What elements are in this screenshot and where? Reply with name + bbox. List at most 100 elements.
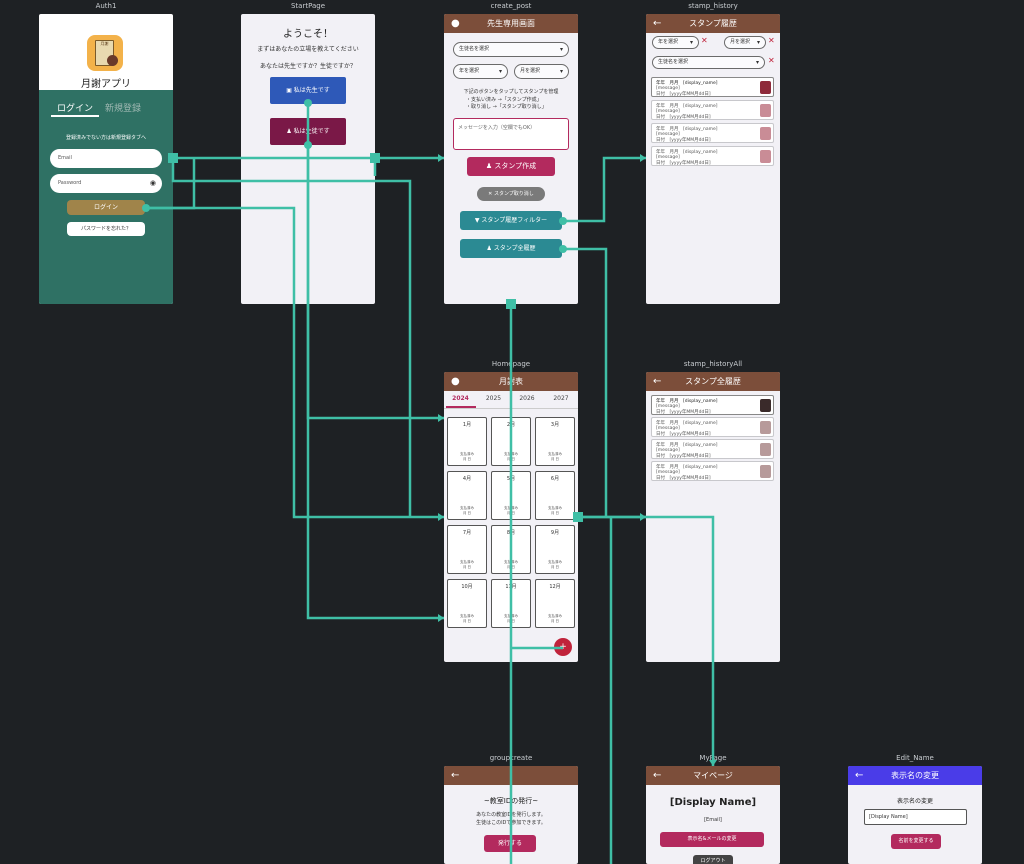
month-card-9[interactable]: 9月支払済み月 日 xyxy=(535,525,575,574)
month-card-6[interactable]: 6月支払済み月 日 xyxy=(535,471,575,520)
instruction-text: 下記のボタンをタップしてスタンプを管理 xyxy=(463,89,559,95)
year-tab-indicator xyxy=(446,406,476,408)
stamp-icon xyxy=(760,104,771,117)
person-icon[interactable]: ● xyxy=(451,376,460,387)
arrow-left-icon[interactable]: ← xyxy=(653,770,662,781)
frame-label-create-post: create_post xyxy=(490,2,532,10)
history-item-line-2: [message] xyxy=(656,404,680,409)
edit-profile-button[interactable]: 表示名&メールの変更 xyxy=(660,832,764,847)
history-item-line-3: 日付 [yyyy年MM月dd日] xyxy=(656,115,711,120)
history-item[interactable]: 年年 月月 [display_name] [message] 日付 [yyyy年… xyxy=(651,146,774,166)
change-name-button[interactable]: 名前を変更する xyxy=(891,834,941,849)
stamp-icon xyxy=(760,399,771,412)
history-student-select[interactable]: 生徒名を選択▾ xyxy=(652,56,765,69)
create-post-appbar: ● 先生専用画面 xyxy=(444,14,578,33)
wire-port xyxy=(304,99,312,107)
password-placeholder: Password xyxy=(58,180,82,186)
year-tab-2027[interactable]: 2027 xyxy=(553,395,569,402)
edit-name-title: 表示名の変更 xyxy=(891,771,939,780)
message-input[interactable]: メッセージを入力（空欄でもOK） xyxy=(453,118,569,150)
close-icon[interactable]: ✕ xyxy=(768,36,775,45)
stamp-icon xyxy=(760,465,771,478)
wire xyxy=(563,247,608,517)
mypage-title: マイページ xyxy=(693,771,733,780)
month-label: 9月 xyxy=(550,530,560,536)
wire-node xyxy=(573,512,583,522)
year-tab-2026[interactable]: 2026 xyxy=(519,395,535,402)
wire-port xyxy=(559,217,567,225)
tab-login[interactable]: ログイン xyxy=(57,104,94,114)
month-card-3[interactable]: 3月支払済み月 日 xyxy=(535,417,575,466)
month-card-1[interactable]: 1月支払済み月 日 xyxy=(447,417,487,466)
month-card-10[interactable]: 10月支払済み月 日 xyxy=(447,579,487,628)
stamp-history-all-appbar: ← スタンプ全履歴 xyxy=(646,372,780,391)
note-line-2: ・取り消し →「スタンプ取り消し」 xyxy=(466,104,547,110)
paid-status: 支払済み月 日 xyxy=(448,506,486,516)
history-item-line-3: 日付 [yyyy年MM月dd日] xyxy=(656,432,711,437)
month-label: 7月 xyxy=(462,530,472,536)
history-item-line-1: 年年 月月 [display_name] xyxy=(656,465,718,470)
history-student-value: 生徒名を選択 xyxy=(658,59,689,65)
paid-status: 支払済み月 日 xyxy=(536,452,574,462)
history-all-item[interactable]: 年年 月月 [display_name] [message] 日付 [yyyy年… xyxy=(651,417,774,437)
history-item-line-2: [message] xyxy=(656,155,680,160)
app-name: 月謝アプリ xyxy=(81,79,131,90)
year-select[interactable]: 年を選択▾ xyxy=(453,64,508,79)
paid-date: 月 日 xyxy=(550,457,560,461)
login-button[interactable]: ログイン xyxy=(67,200,145,215)
history-item-line-2: [message] xyxy=(656,470,680,475)
history-item[interactable]: 年年 月月 [display_name] [message] 日付 [yyyy年… xyxy=(651,77,774,97)
prompt-line-1: まずはあなたの立場を教えてください xyxy=(257,46,359,53)
wire xyxy=(306,145,444,620)
month-select[interactable]: 月を選択▾ xyxy=(514,64,569,79)
history-item-line-3: 日付 [yyyy年MM月dd日] xyxy=(656,161,711,166)
year-tab-2025[interactable]: 2025 xyxy=(485,395,502,402)
eye-off-icon[interactable]: ◉ xyxy=(149,179,156,187)
stamp-history-appbar: ← スタンプ履歴 xyxy=(646,14,780,33)
password-field[interactable]: Password ◉ xyxy=(50,174,162,193)
paid-label: 支払済み xyxy=(548,506,562,510)
month-label: 1月 xyxy=(462,422,472,428)
paid-date: 月 日 xyxy=(462,457,472,461)
stamp-history-screen: ← スタンプ履歴 年を選択▾ ✕ 月を選択▾ ✕ 生徒名を選択▾ ✕ 年年 月月… xyxy=(646,14,780,304)
month-card-7[interactable]: 7月支払済み月 日 xyxy=(447,525,487,574)
tab-register[interactable]: 新規登録 xyxy=(105,104,142,114)
history-filter-button[interactable]: ▼ スタンプ履歴フィルター xyxy=(460,211,562,230)
note-line-1: ・支払い済み →「スタンプ作成」 xyxy=(466,97,542,103)
month-label: 12月 xyxy=(549,584,561,590)
frame-label-stamp-history-all: stamp_historyAll xyxy=(683,360,743,368)
year-tab-2024[interactable]: 2024 xyxy=(452,395,469,402)
person-icon[interactable]: ● xyxy=(451,18,460,29)
logout-button[interactable]: ログアウト xyxy=(693,855,733,864)
paid-status: 支払済み月 日 xyxy=(448,452,486,462)
display-name-input[interactable]: [Display Name] xyxy=(864,809,967,825)
close-icon[interactable]: ✕ xyxy=(768,56,775,65)
email-field[interactable]: Email xyxy=(50,149,162,168)
history-all-item[interactable]: 年年 月月 [display_name] [message] 日付 [yyyy年… xyxy=(651,461,774,481)
arrow-left-icon[interactable]: ← xyxy=(653,376,662,387)
arrow-left-icon[interactable]: ← xyxy=(855,770,864,781)
student-select[interactable]: 生徒名を選択▾ xyxy=(453,42,569,57)
wire-node xyxy=(168,153,178,163)
cancel-stamp-button[interactable]: ✕ スタンプ取り消し xyxy=(477,187,545,201)
paid-date: 月 日 xyxy=(550,565,560,569)
history-all-item[interactable]: 年年 月月 [display_name] [message] 日付 [yyyy年… xyxy=(651,395,774,415)
create-stamp-button[interactable]: ♟ スタンプ作成 xyxy=(467,157,555,176)
stamp-history-all-title: スタンプ全履歴 xyxy=(685,377,741,386)
close-icon[interactable]: ✕ xyxy=(701,36,708,45)
month-card-4[interactable]: 4月支払済み月 日 xyxy=(447,471,487,520)
student-button-label: 私は生徒です xyxy=(293,128,330,135)
history-month-select[interactable]: 月を選択▾ xyxy=(724,36,766,49)
history-all-item[interactable]: 年年 月月 [display_name] [message] 日付 [yyyy年… xyxy=(651,439,774,459)
frame-label-stamp-history: stamp_history xyxy=(688,2,738,10)
wire-port xyxy=(304,141,312,149)
history-year-select[interactable]: 年を選択▾ xyxy=(652,36,699,49)
arrow-left-icon[interactable]: ← xyxy=(653,18,662,29)
arrow-left-icon[interactable]: ← xyxy=(451,770,460,781)
month-card-12[interactable]: 12月支払済み月 日 xyxy=(535,579,575,628)
history-item[interactable]: 年年 月月 [display_name] [message] 日付 [yyyy年… xyxy=(651,100,774,120)
all-history-button[interactable]: ♟ スタンプ全履歴 xyxy=(460,239,562,258)
forgot-password-button[interactable]: パスワードを忘れた？ xyxy=(67,222,145,236)
history-item[interactable]: 年年 月月 [display_name] [message] 日付 [yyyy年… xyxy=(651,123,774,143)
history-month-value: 月を選択 xyxy=(730,39,751,45)
